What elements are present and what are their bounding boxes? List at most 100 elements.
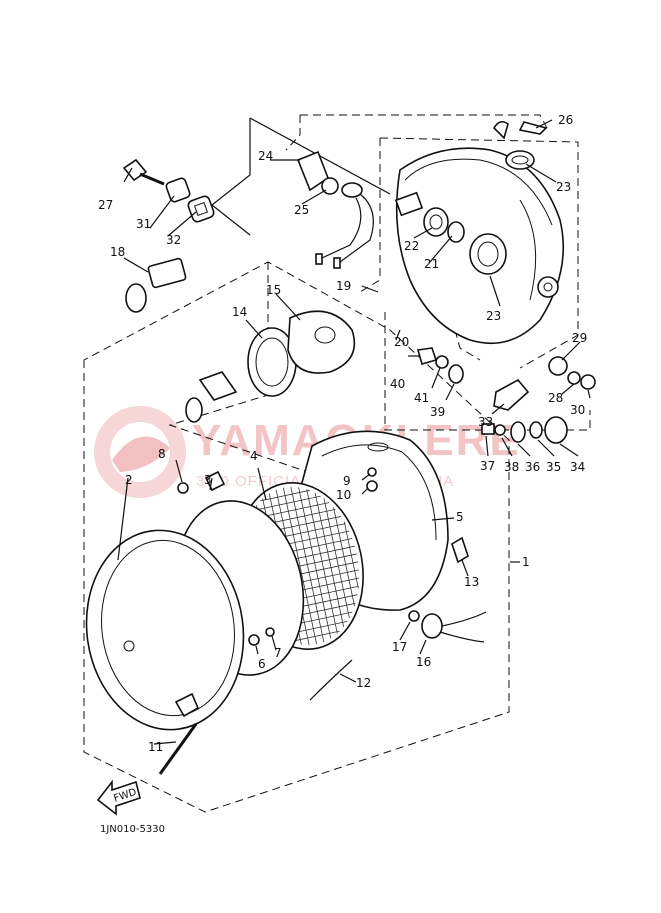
screw-8 xyxy=(177,482,189,494)
callout-assembly-1: 1 xyxy=(522,555,530,569)
callout-41: 41 xyxy=(414,391,429,405)
callout-35: 35 xyxy=(546,460,561,474)
callout-39: 39 xyxy=(430,405,445,419)
washer-38 xyxy=(494,424,506,436)
grommet-26-cap xyxy=(492,120,509,140)
bulb-holder xyxy=(185,371,238,423)
callout-25: 25 xyxy=(294,203,309,217)
shell-rim-line xyxy=(404,158,553,226)
bracket-hardware xyxy=(416,347,596,444)
grommet-34 xyxy=(544,416,568,444)
shell-mount-hole xyxy=(543,282,553,292)
mounting-bolt-set xyxy=(122,158,215,223)
upper-boundary-top xyxy=(300,114,549,131)
callout-32: 32 xyxy=(166,233,181,247)
bracket-33 xyxy=(493,378,530,411)
bulb-holder-body xyxy=(198,371,238,401)
headlight-bulb-18 xyxy=(125,257,187,313)
socket-boundary-left xyxy=(285,115,301,151)
screw-37 xyxy=(481,423,495,435)
callout-12: 12 xyxy=(356,676,371,690)
callout-10: 10 xyxy=(336,488,351,502)
callout-26: 26 xyxy=(558,113,573,127)
callout-23-upper: 23 xyxy=(556,180,571,194)
callout-16: 16 xyxy=(416,655,431,669)
grommet-32-hole xyxy=(193,201,209,217)
callout-15: 15 xyxy=(266,283,281,297)
spring-12 xyxy=(309,659,353,701)
shell-inner-line xyxy=(519,199,537,301)
lens-pattern-line xyxy=(260,489,310,502)
screw-11 xyxy=(158,723,198,775)
socket-terminal-a xyxy=(315,253,323,265)
washer-17 xyxy=(408,610,420,622)
grommet-23-lower xyxy=(469,233,507,275)
callout-9: 9 xyxy=(343,474,351,488)
callout-29: 29 xyxy=(572,331,587,345)
grommet-23-lower-hole xyxy=(477,241,499,267)
bulb-18-glass xyxy=(125,283,147,313)
callout-34: 34 xyxy=(570,460,585,474)
callout-17: 17 xyxy=(392,640,407,654)
callout-33: 33 xyxy=(478,415,493,429)
callout-37: 37 xyxy=(480,459,495,473)
socket-16 xyxy=(421,613,443,639)
rim-2-outer xyxy=(85,529,245,731)
socket-wire-b xyxy=(321,197,362,259)
callout-19: 19 xyxy=(336,279,351,293)
rim-2-inner xyxy=(101,539,235,717)
washer-28 xyxy=(567,371,581,385)
bulb-18-base xyxy=(147,257,187,289)
rim-2-tab xyxy=(174,692,200,718)
callout-38: 38 xyxy=(504,460,519,474)
bracket-boundary-inner xyxy=(454,329,481,361)
callout-13: 13 xyxy=(464,575,479,589)
rim-2-hole xyxy=(123,640,135,652)
drawing-code: 1JN010-5330 xyxy=(100,824,165,835)
body-5-top-boss xyxy=(367,442,389,452)
grommet-21-plug xyxy=(447,221,465,243)
collar-39 xyxy=(448,364,464,384)
callout-4: 4 xyxy=(250,449,258,463)
callout-14: 14 xyxy=(232,305,247,319)
fwd-arrow: FWD xyxy=(96,779,141,816)
callout-6: 6 xyxy=(258,657,266,671)
socket-terminal-b xyxy=(333,257,341,269)
ring-14-inner xyxy=(255,337,289,387)
reflector-15-hole xyxy=(314,326,336,344)
callout-labels: 2 3 4 5 6 7 8 9 10 11 12 13 14 15 16 17 … xyxy=(98,113,587,754)
collar-36 xyxy=(510,421,526,443)
bulb-holder-glass xyxy=(185,397,203,423)
socket-body xyxy=(341,182,363,198)
screw-10 xyxy=(366,480,378,492)
grommet-22 xyxy=(423,207,449,237)
washer-29 xyxy=(548,356,568,376)
lens-pattern-line xyxy=(252,495,321,512)
callout-22: 22 xyxy=(404,239,419,253)
callout-18: 18 xyxy=(110,245,125,259)
socket-wire-a xyxy=(339,193,374,263)
bolt-27-shaft xyxy=(139,172,165,186)
collar-31 xyxy=(165,177,191,203)
position-light-socket xyxy=(296,150,374,269)
callout-23-lower: 23 xyxy=(486,309,501,323)
callout-5: 5 xyxy=(456,510,464,524)
socket-16-wire-b xyxy=(439,631,485,643)
callout-20: 20 xyxy=(394,335,409,349)
shell-slot xyxy=(394,191,424,217)
outer-rim-2 xyxy=(85,482,245,731)
main-assembly-boundary xyxy=(83,261,510,813)
bracket-boundary xyxy=(384,312,591,431)
spacer-35 xyxy=(529,421,543,439)
callout-28: 28 xyxy=(548,391,563,405)
nut-7 xyxy=(265,627,275,637)
socket-16-wire-a xyxy=(441,611,487,627)
callout-3: 3 xyxy=(204,473,212,487)
nut-30 xyxy=(580,374,596,390)
callout-8: 8 xyxy=(158,447,166,461)
body-5-inner xyxy=(321,444,437,541)
reflector-components xyxy=(247,310,356,397)
callout-30: 30 xyxy=(570,403,585,417)
fwd-arrow-shape xyxy=(96,779,141,816)
grommet-22-hole xyxy=(429,214,443,230)
